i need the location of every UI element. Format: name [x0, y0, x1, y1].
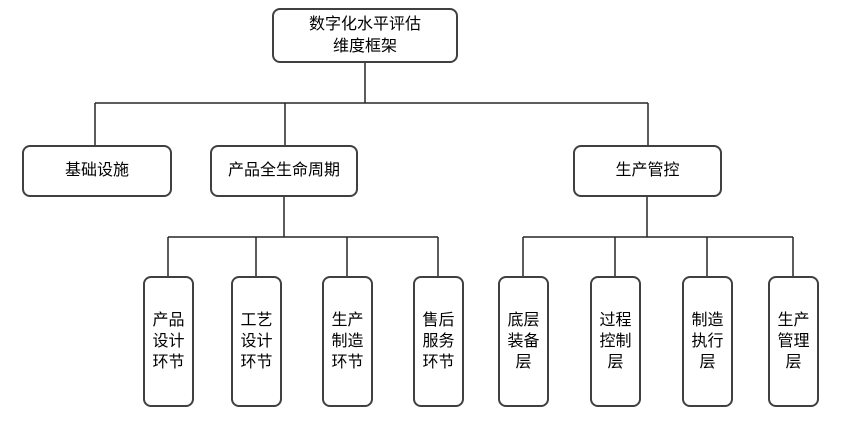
node-production-control: 生产管控	[573, 145, 722, 197]
node-equipment-layer: 底层 装备 层	[498, 276, 549, 407]
node-manufacturing: 生产 制造 环节	[322, 276, 373, 407]
node-after-sales: 售后 服务 环节	[413, 276, 464, 407]
node-process-design: 工艺 设计 环节	[231, 276, 282, 407]
node-product-design: 产品 设计 环节	[143, 276, 194, 407]
node-production-mgmt-layer: 生产 管理 层	[768, 276, 819, 407]
node-product-lifecycle: 产品全生命周期	[210, 145, 358, 197]
root-node: 数字化水平评估 维度框架	[272, 8, 458, 63]
node-mes-layer: 制造 执行 层	[682, 276, 733, 407]
node-process-control-layer: 过程 控制 层	[590, 276, 641, 407]
node-infrastructure: 基础设施	[22, 145, 172, 197]
